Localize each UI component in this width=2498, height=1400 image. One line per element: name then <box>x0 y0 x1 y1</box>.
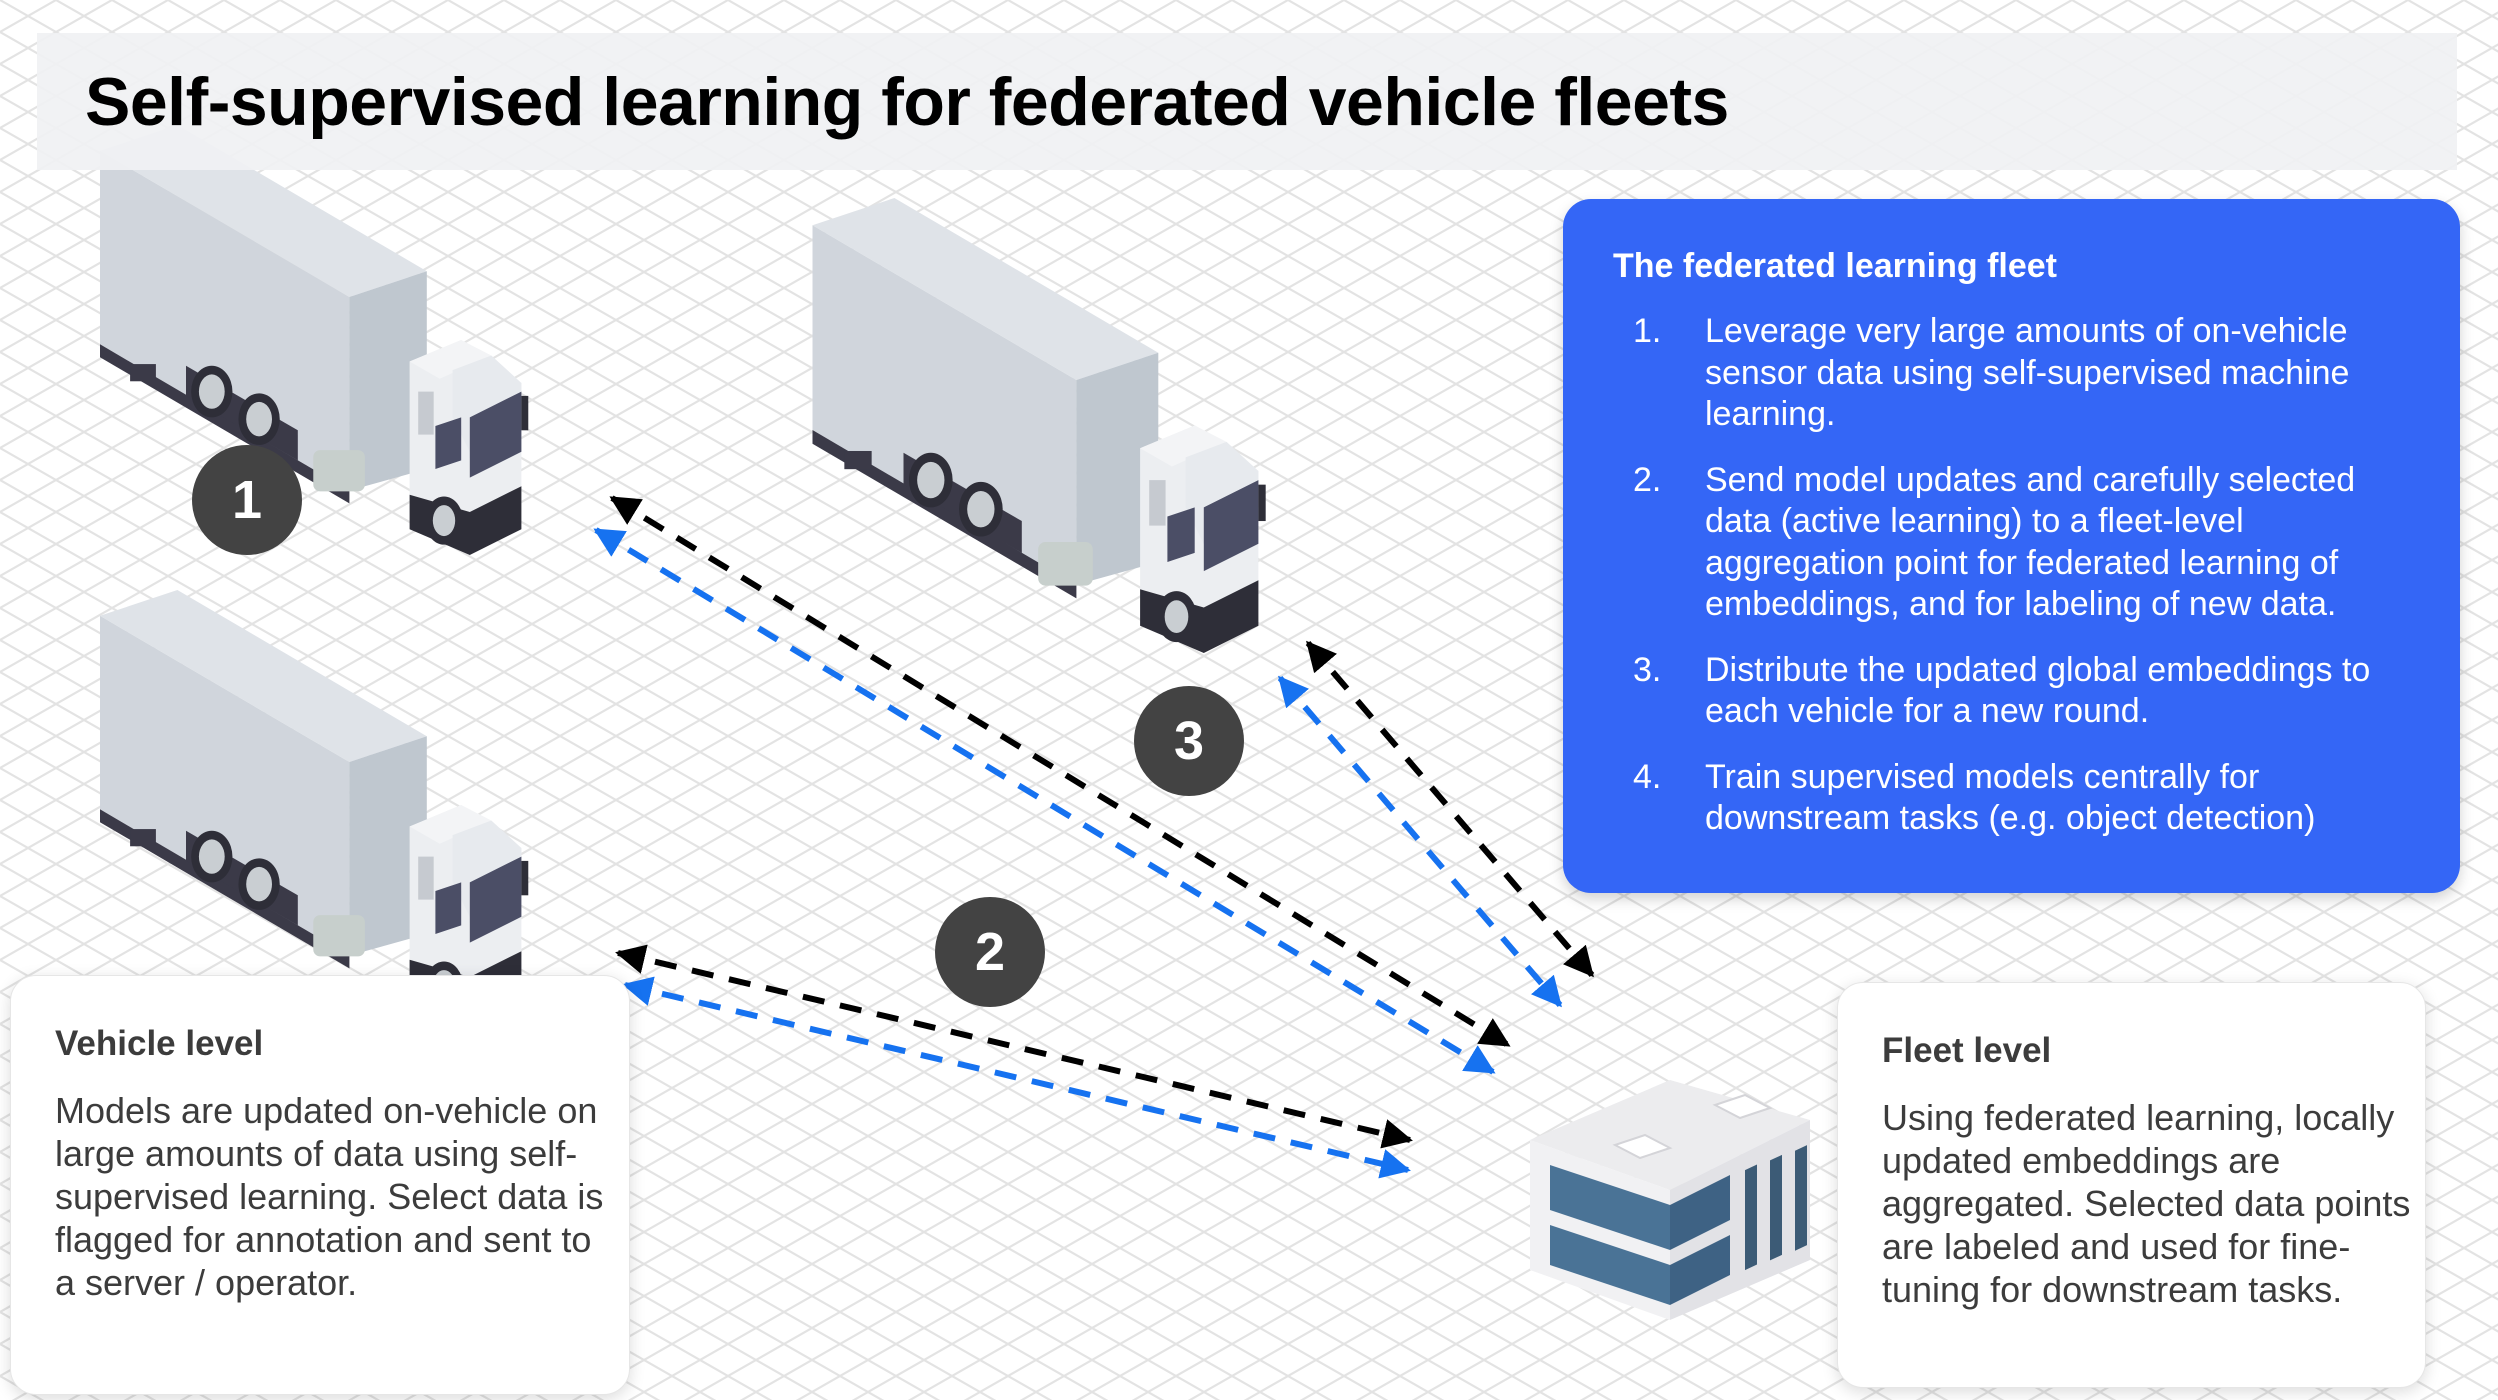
federated-fleet-card: The federated learning fleet 1. Leverage … <box>1563 199 2460 893</box>
step-number: 3. <box>1633 650 1662 689</box>
building-icon <box>1530 1080 1810 1320</box>
fleet-level-card: Fleet level Using federated learning, lo… <box>1837 982 2426 1388</box>
step-text: Send model updates and carefully selecte… <box>1705 460 2356 624</box>
fleet-level-body: Using federated learning, locally update… <box>1882 1097 2411 1310</box>
truck-icon <box>100 590 529 1020</box>
step-item: 3. Distribute the updated global embeddin… <box>1563 650 2423 733</box>
step-text: Leverage very large amounts of on-vehicl… <box>1705 312 2350 433</box>
step-item: 1. Leverage very large amounts of on-vehi… <box>1563 311 2423 436</box>
step-number: 1. <box>1633 312 1662 350</box>
step-item: 4. Train supervised models centrally for … <box>1563 757 2423 840</box>
step-badge-3: 3 <box>1134 686 1244 796</box>
step-text: Distribute the updated global embeddings… <box>1705 650 2371 731</box>
step-text: Train supervised models centrally for do… <box>1705 757 2316 838</box>
federated-fleet-heading: The federated learning fleet <box>1613 247 2057 285</box>
step-number: 4. <box>1633 757 1662 796</box>
title-bar: Self-supervised learning for federated v… <box>37 33 2457 170</box>
page-title: Self-supervised learning for federated v… <box>85 64 1729 140</box>
fleet-level-heading: Fleet level <box>1882 1031 2052 1070</box>
step-badge-1: 1 <box>192 445 302 555</box>
step-number: 2. <box>1633 460 1662 499</box>
step-badge-2: 2 <box>935 897 1045 1007</box>
vehicle-level-card: Vehicle level Models are updated on-vehi… <box>10 975 630 1395</box>
truck-icon <box>100 125 529 555</box>
step-item: 2. Send model updates and carefully selec… <box>1563 460 2423 626</box>
vehicle-level-body: Models are updated on-vehicle on large a… <box>55 1090 604 1303</box>
vehicle-level-heading: Vehicle level <box>55 1024 264 1063</box>
truck-icon <box>812 198 1266 653</box>
federated-fleet-steps: 1. Leverage very large amounts of on-vehi… <box>1563 311 2423 864</box>
